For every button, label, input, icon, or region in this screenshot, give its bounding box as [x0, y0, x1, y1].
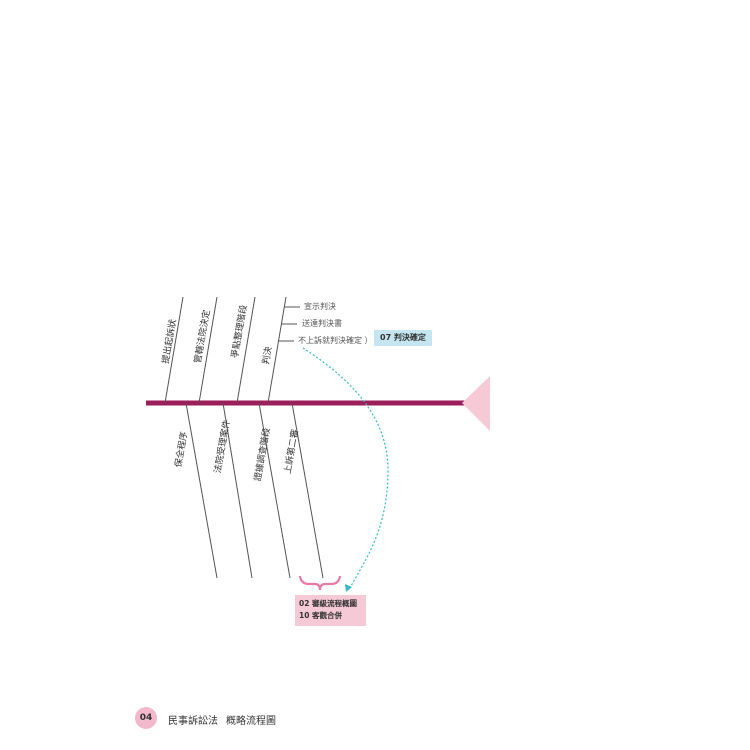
judgment-note-1: 宣示判決: [304, 302, 336, 311]
top-bone-1: [164, 296, 184, 404]
page-number-badge: 04: [135, 707, 157, 729]
branch-label-top-2: 管轄法院決定: [191, 309, 212, 364]
brace-close-glyph: ）: [362, 336, 373, 345]
top-bone-3: [236, 296, 256, 404]
reference-line-1: 02 審級流程概圖: [299, 599, 358, 608]
bottom-bone-4: [291, 402, 324, 579]
footer-section: 概略流程圖: [226, 716, 276, 727]
brace-icon: [298, 575, 342, 591]
judgment-note-3-text: 不上訴就判決確定: [298, 336, 362, 345]
tag-judgment-final: 07 判決確定: [374, 330, 432, 346]
branch-label-top-3: 爭點整理階段: [228, 304, 249, 359]
branch-label-top-4: 判決: [260, 346, 275, 366]
judgment-note-3: 不上訴就判決確定 ）: [298, 336, 373, 346]
bottom-bone-2: [222, 402, 253, 579]
reference-line-2: 10 客觀合併: [299, 611, 343, 620]
footer-title: 民事訴訟法概略流程圖: [168, 712, 276, 727]
bottom-bone-3: [258, 402, 291, 579]
top-bone-2: [198, 296, 218, 404]
judgment-note-2: 送達判決書: [302, 319, 342, 328]
bottom-bone-1: [185, 402, 218, 579]
reference-box: 02 審級流程概圖 10 客觀合併: [295, 595, 366, 626]
footer-subject: 民事訴訟法: [168, 716, 218, 727]
branch-label-bottom-2: 法院受理案件: [211, 419, 232, 474]
branch-label-bottom-3: 證據調查階段: [251, 427, 272, 482]
fish-head: [462, 376, 490, 431]
branch-label-bottom-4: 上訴第二審: [281, 428, 301, 474]
dotted-arrow: [302, 347, 389, 589]
top-bone-4: [267, 296, 287, 404]
arrow-head: [345, 584, 352, 592]
branch-label-bottom-1: 保全程序: [172, 431, 190, 469]
